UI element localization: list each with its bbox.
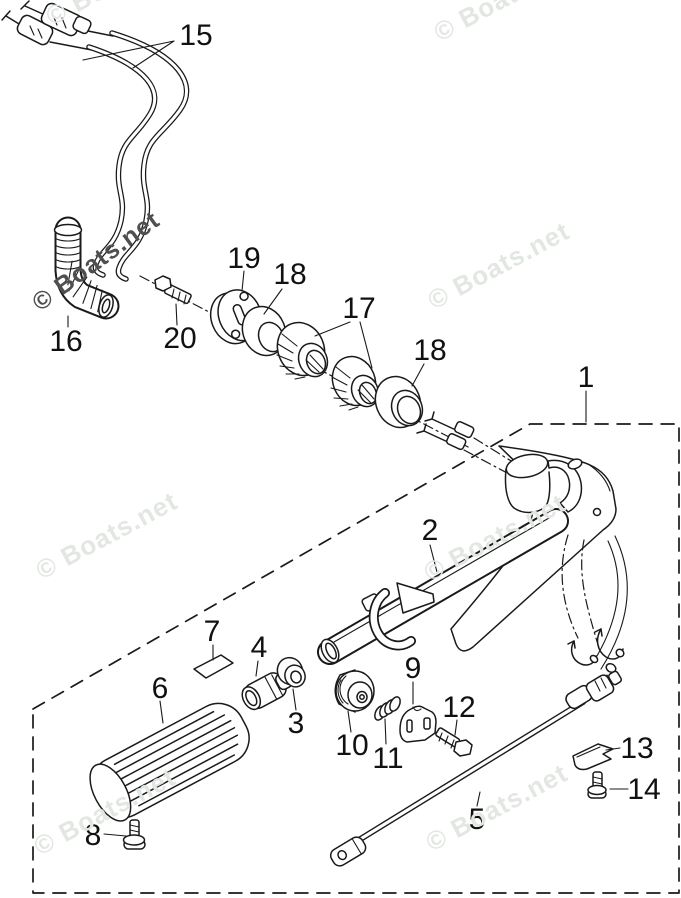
leader-3 [292, 688, 297, 711]
callout-8: 8 [85, 819, 102, 852]
leader-18b [411, 363, 425, 387]
watermark-text: © Boats.net [31, 486, 183, 586]
part-3-washer [276, 656, 306, 688]
part-10-friction-dial [334, 669, 375, 713]
cable-inner-ends [416, 411, 517, 475]
part-15-cables [1, 0, 190, 282]
callout-18b: 18 [413, 334, 446, 367]
part-5-link-rod [329, 670, 623, 867]
part-13-clip [572, 743, 614, 771]
part-20-screw [154, 275, 192, 305]
leader-13 [605, 747, 621, 751]
watermark-text: © Boats.net [429, 0, 581, 47]
callout-13: 13 [620, 732, 653, 765]
callout-10: 10 [335, 729, 368, 762]
leader-4 [255, 660, 259, 677]
part-9-clamp [399, 705, 437, 743]
part-6-grip [89, 702, 250, 822]
part-16-corrugated-tube [53, 216, 120, 320]
cable-hook-guides [567, 628, 625, 674]
leader-20 [175, 303, 178, 326]
part-17-bushing-b [330, 355, 380, 411]
leader-8 [103, 833, 127, 837]
callout-18a: 18 [273, 258, 306, 291]
callout-4: 4 [251, 631, 268, 664]
leader-17 [314, 321, 373, 369]
watermark-text: © Boats.net [41, 0, 193, 31]
callout-3: 3 [288, 707, 305, 740]
callout-17: 17 [342, 292, 375, 325]
callout-1: 1 [578, 361, 595, 394]
callout-15: 15 [179, 19, 212, 52]
callout-11: 11 [372, 742, 403, 775]
callout-16: 16 [49, 325, 82, 358]
tube-clamp [361, 582, 435, 651]
watermark-text: © Boats.net [421, 758, 573, 858]
callout-12: 12 [442, 691, 475, 724]
leader-18a [263, 288, 283, 315]
callout-labels: 15 16 20 19 18 17 18 1 2 6 7 4 3 10 11 9… [49, 19, 660, 852]
leader-2 [429, 544, 438, 573]
callout-7: 7 [204, 615, 221, 648]
part-17-bushing-a [276, 321, 329, 380]
part-2-throttle-tube [317, 508, 569, 665]
callout-9: 9 [405, 652, 422, 685]
callout-6: 6 [152, 672, 169, 705]
part-14-screw [587, 771, 607, 799]
leader-10 [347, 710, 352, 733]
leader-19 [241, 270, 245, 292]
part-12-bolt [435, 727, 473, 757]
part-8-screw [122, 819, 146, 850]
leader-11 [384, 718, 387, 745]
callout-5: 5 [469, 803, 486, 836]
part-1-boundary-box [32, 423, 680, 894]
leader-lines [67, 40, 629, 837]
callout-14: 14 [627, 773, 660, 806]
leader-6 [159, 700, 164, 724]
leader-12 [454, 719, 458, 736]
watermark-text: © Boats.net [423, 216, 575, 316]
callout-20: 20 [163, 322, 196, 355]
leader-5 [476, 791, 481, 807]
leader-15 [82, 40, 175, 69]
callout-19: 19 [227, 242, 260, 275]
part-7-pad [193, 654, 234, 679]
part-18-grommet-rear [374, 375, 424, 429]
part-11-spring [374, 696, 401, 721]
callout-2: 2 [422, 514, 439, 547]
